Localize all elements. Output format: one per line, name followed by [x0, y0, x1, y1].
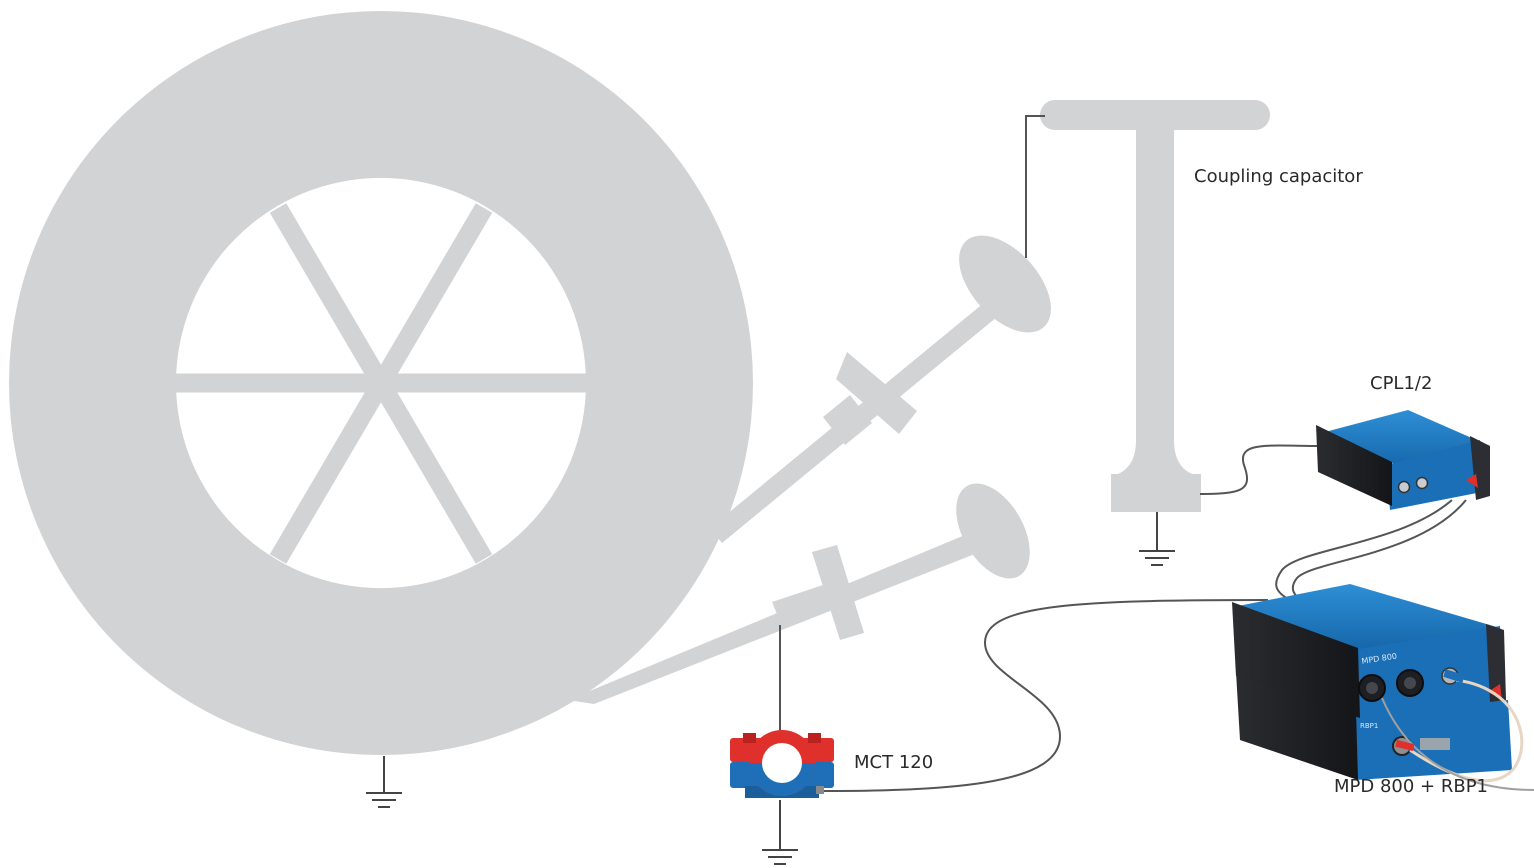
capacitor-base — [1111, 474, 1201, 512]
coupling-capacitor — [1040, 100, 1270, 512]
ground-symbol-capacitor — [1139, 512, 1175, 566]
upper-cable-collar — [823, 395, 872, 445]
mct-aperture — [762, 743, 802, 783]
cable-drum-body — [9, 11, 753, 755]
lower-cable-collar — [772, 582, 840, 624]
upper-termination — [710, 235, 1051, 543]
upper-stress-cone — [836, 352, 917, 434]
drum-spokes — [176, 203, 586, 564]
label-coupling-capacitor: Coupling capacitor — [1194, 166, 1363, 187]
lower-stress-cone — [812, 545, 864, 640]
mpd-rbp-stack: RBP1 MPD 800 — [1232, 584, 1534, 791]
cpl-connector-2 — [1415, 476, 1429, 490]
capacitor-flare — [1112, 440, 1198, 476]
mpd-left-bumper — [1232, 602, 1360, 718]
label-cpl: CPL1/2 — [1370, 373, 1432, 394]
upper-terminal-disk — [959, 235, 1051, 333]
cable-mct-to-mpd — [819, 599, 1269, 792]
mct-120-sensor — [730, 730, 834, 798]
lower-cable-rod — [568, 530, 985, 704]
lower-termination — [568, 483, 1030, 704]
cable-drum — [9, 11, 753, 755]
mpd-top — [1238, 584, 1500, 652]
cable-capacitor-to-cpl — [1199, 444, 1323, 495]
cpl-bumper-left — [1316, 425, 1392, 506]
mpd-front — [1352, 626, 1504, 716]
label-mpd-rbp: MPD 800 + RBP1 — [1334, 776, 1488, 797]
cable-cpl-to-mpd-b — [1291, 499, 1467, 603]
ground-symbol-drum — [366, 756, 402, 808]
rbp1-left-bumper — [1236, 672, 1358, 780]
cable-cpl-to-mpd-a — [1275, 499, 1453, 601]
rbp1-front-text: RBP1 — [1360, 722, 1378, 730]
cpl-device — [1316, 410, 1490, 510]
cpl-front — [1386, 440, 1482, 510]
cables — [779, 115, 1467, 792]
lower-terminal-disk — [956, 483, 1030, 579]
cable-termination-to-capacitor — [1025, 115, 1045, 258]
capacitor-column — [1136, 112, 1174, 480]
fiber-optic-cable-2 — [1381, 697, 1534, 791]
label-mct-120: MCT 120 — [854, 752, 933, 773]
ground-symbol-mct — [762, 800, 798, 865]
rbp1-display — [1420, 738, 1450, 750]
cpl-connector-1 — [1397, 480, 1411, 494]
